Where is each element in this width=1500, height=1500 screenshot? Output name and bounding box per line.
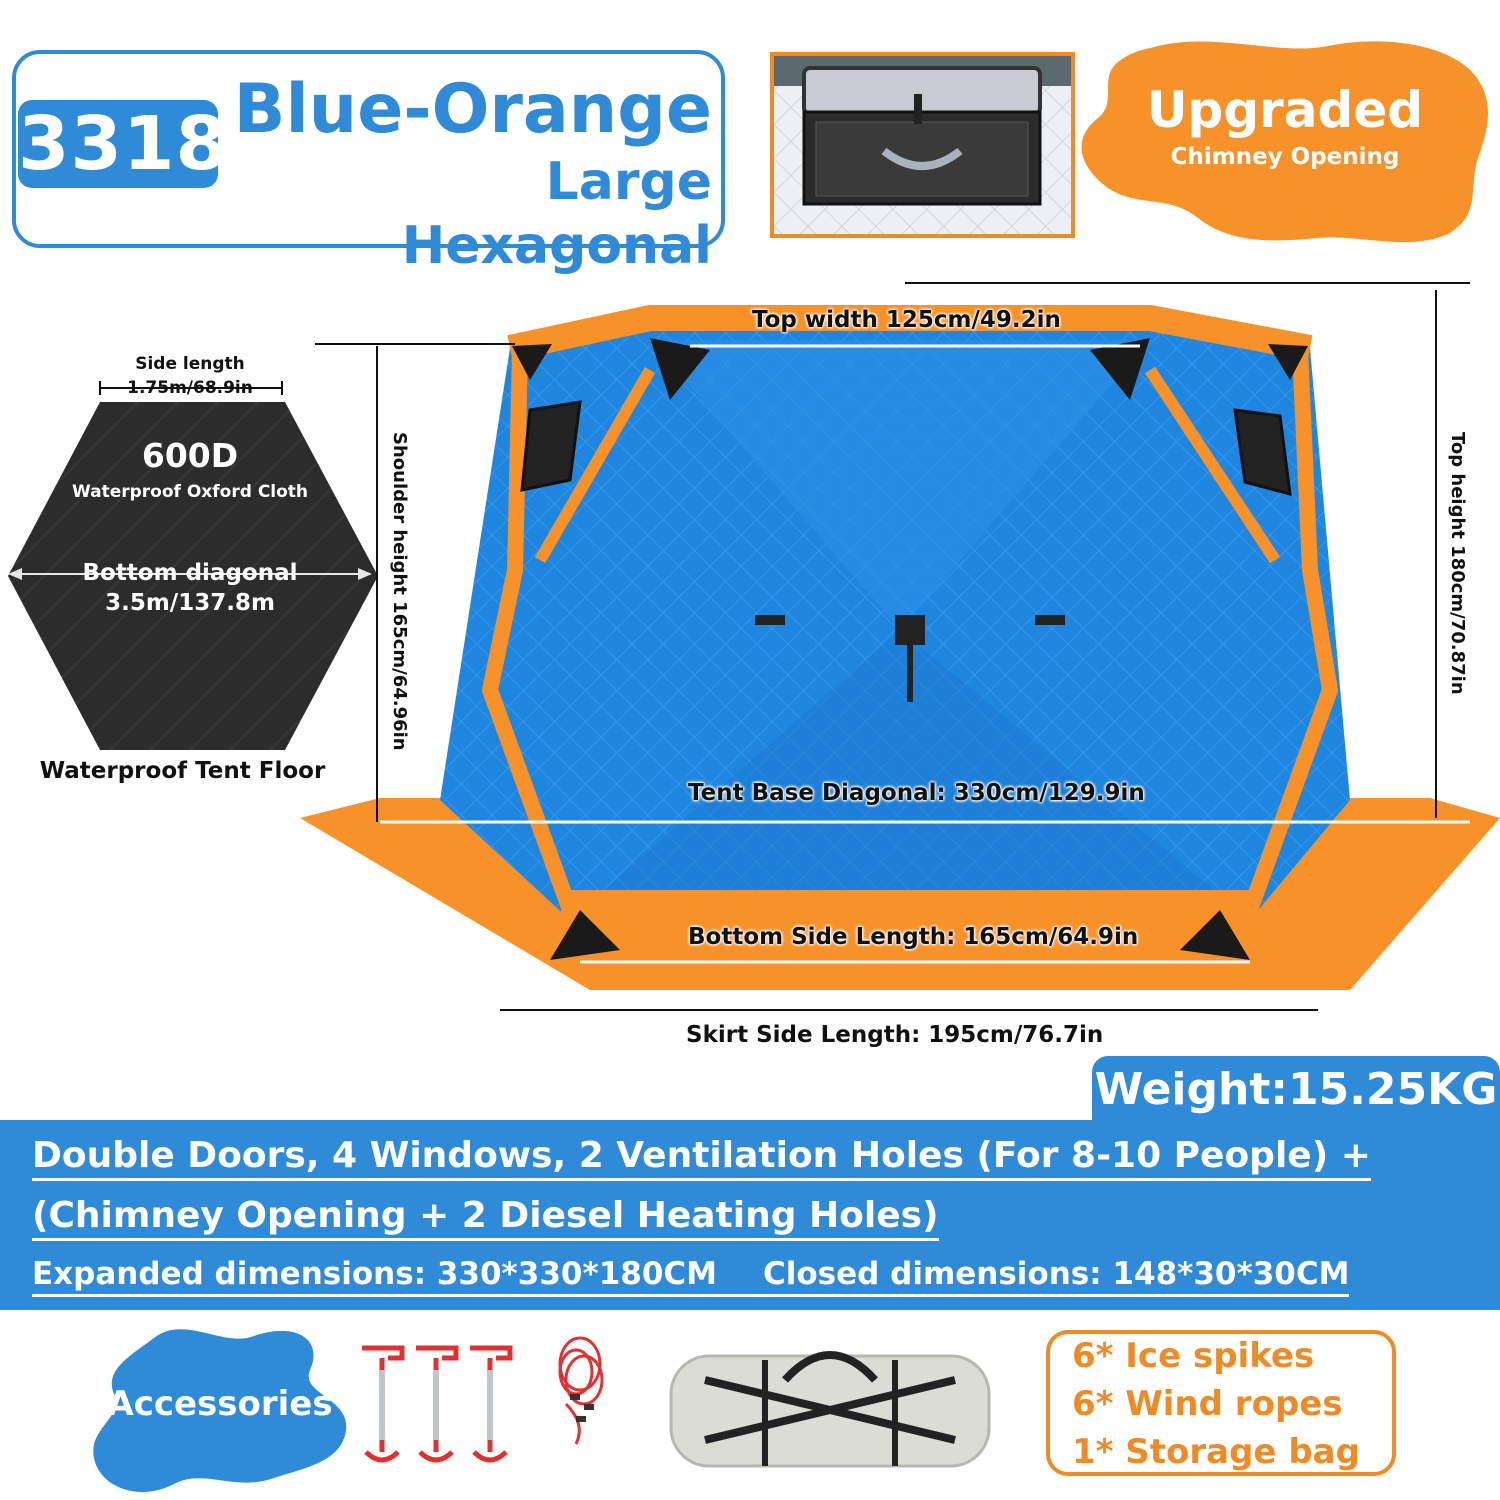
top-width-label: Top width 125cm/49.2in (752, 307, 1061, 333)
spec-features-line2: (Chimney Opening + 2 Diesel Heating Hole… (32, 1194, 939, 1241)
expanded-dimensions: Expanded dimensions: 330*330*180CM (32, 1256, 717, 1292)
floor-diagonal-value: 3.5m/137.8m (105, 590, 275, 616)
spec-dimensions-line: Expanded dimensions: 330*330*180CM Closed… (32, 1254, 1350, 1297)
accessory-item: 6* Ice spikes (1072, 1336, 1315, 1376)
storage-bag-image (669, 1351, 991, 1468)
accessories-list-box (1046, 1330, 1396, 1476)
tent-floor-hexagon (8, 402, 378, 750)
upgraded-subtitle: Chimney Opening (1170, 144, 1400, 170)
floor-side-length-label: Side length (135, 354, 245, 374)
floor-side-length-value: 1.75m/68.9in (127, 378, 253, 398)
top-height-label: Top height 180cm/70.87in (1447, 432, 1468, 695)
skirt-side-label: Skirt Side Length: 195cm/76.7in (686, 1022, 1104, 1048)
closed-dimensions: Closed dimensions: 148*30*30CM (763, 1256, 1350, 1292)
base-diagonal-label: Tent Base Diagonal: 330cm/129.9in (688, 780, 1145, 806)
accessory-item: 1* Storage bag (1072, 1432, 1360, 1472)
tent-illustration (300, 305, 1500, 990)
floor-diagonal-label: Bottom diagonal (82, 560, 298, 586)
weight-tab (1092, 1056, 1500, 1124)
product-title-line2: Large Hexagonal (401, 152, 712, 276)
bottom-side-label: Bottom Side Length: 165cm/64.9in (688, 924, 1139, 950)
chimney-opening-photo (770, 52, 1075, 238)
dimension-lines (315, 282, 1470, 1011)
wind-ropes-image (558, 1336, 604, 1445)
floor-caption: Waterproof Tent Floor (39, 758, 326, 784)
upgraded-title: Upgraded (1146, 81, 1424, 139)
spec-band (0, 1120, 1500, 1310)
upgraded-blob-shape (1081, 41, 1488, 243)
weight-label: Weight:15.25KG (1094, 1064, 1498, 1115)
floor-material: 600D (141, 436, 239, 475)
product-title-line1: Blue-Orange (233, 70, 712, 149)
shoulder-height-label: Shoulder height 165cm/64.96in (389, 432, 410, 751)
spec-features-line1: Double Doors, 4 Windows, 2 Ventilation H… (32, 1134, 1371, 1181)
floor-material-description: Waterproof Oxford Cloth (71, 482, 309, 502)
side-length-arrow (99, 381, 283, 395)
model-number-badge: 3318 (18, 100, 228, 188)
accessory-item: 6* Wind ropes (1072, 1384, 1343, 1424)
ice-spikes-image (362, 1345, 513, 1463)
accessories-label: Accessories (107, 1384, 333, 1424)
accessories-blob-shape (93, 1329, 347, 1492)
